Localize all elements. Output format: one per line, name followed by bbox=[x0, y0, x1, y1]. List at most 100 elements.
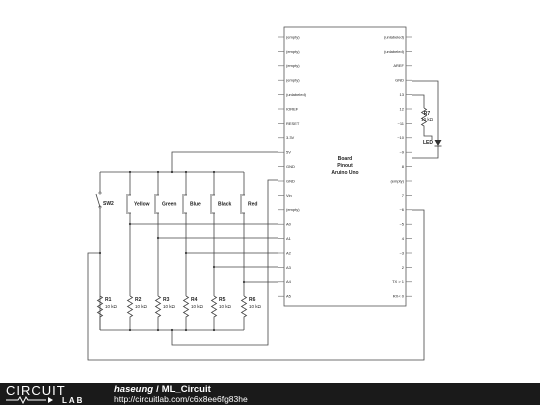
wire-led-gnd bbox=[412, 80, 439, 104]
board-left-pin-label: (empty) bbox=[286, 34, 300, 39]
resistor-zigzag bbox=[420, 107, 433, 140]
resistor-r7-name: R7 bbox=[424, 111, 431, 117]
board-right-pin-label: 4 bbox=[402, 236, 405, 241]
resistor-name: R6 bbox=[249, 297, 256, 303]
led-diode-icon bbox=[434, 140, 442, 146]
button-label: Red bbox=[248, 202, 257, 208]
board-left-pin-label: A4 bbox=[286, 279, 292, 284]
wire-led-return bbox=[412, 146, 439, 159]
project-url[interactable]: http://circuitlab.com/c6x8ee6fg83he bbox=[114, 394, 248, 404]
board-left-pin-label: A2 bbox=[286, 250, 292, 255]
board-right-pin-label: ~5 bbox=[399, 222, 404, 227]
resistor-name: R5 bbox=[219, 297, 226, 303]
resistor-zigzag bbox=[240, 295, 248, 330]
board-name: Board Pinout Aruino Uno bbox=[331, 156, 358, 176]
board-left-pin-label: A5 bbox=[286, 294, 292, 299]
board-left-pin-label: RESET bbox=[286, 121, 300, 126]
board-left-pin-label: 3.3V bbox=[286, 135, 295, 140]
board-left-pin-label: A1 bbox=[286, 236, 292, 241]
resistor-icon bbox=[6, 396, 46, 404]
wire-5v-bus bbox=[100, 151, 278, 173]
board-right-pin-label: (unlabeled) bbox=[384, 49, 405, 54]
board-right-pin-label: 8 bbox=[402, 164, 405, 169]
circuitlab-logo[interactable]: CIRCUIT LAB bbox=[6, 384, 106, 404]
board-name-line-1: Board bbox=[338, 156, 352, 162]
project-title: haseung/ML_Circuit bbox=[114, 384, 211, 395]
led[interactable]: LED bbox=[423, 104, 442, 147]
resistor-value: 10 kΩ bbox=[163, 304, 176, 309]
button-label: Yellow bbox=[134, 202, 150, 208]
resistor-r7[interactable]: R7 10 kΩ bbox=[420, 107, 434, 140]
resistor-value: 10 kΩ bbox=[105, 304, 118, 309]
resistor-name: R3 bbox=[163, 297, 170, 303]
push-button[interactable]: Blue bbox=[182, 172, 201, 296]
resistor-value: 10 kΩ bbox=[191, 304, 204, 309]
board-left-pin-label: (empty) bbox=[286, 78, 300, 83]
board-right-pin-label: ~9 bbox=[399, 150, 404, 155]
junction-dot bbox=[170, 328, 174, 332]
board-right-pin-label: 12 bbox=[400, 106, 405, 111]
author-link[interactable]: haseung bbox=[114, 384, 154, 395]
board-left-pin-label: 5V bbox=[286, 150, 291, 155]
push-button[interactable]: Black bbox=[210, 172, 232, 296]
resistor-r7-value: 10 kΩ bbox=[421, 117, 434, 122]
board-right-pin-label: GND bbox=[395, 78, 404, 83]
button-label: Green bbox=[162, 202, 176, 208]
button-label: Blue bbox=[190, 202, 201, 208]
project-name: ML_Circuit bbox=[161, 384, 211, 395]
diode-icon bbox=[48, 397, 53, 403]
board-left-pin-label: (empty) bbox=[286, 207, 300, 212]
board-right-pin-label: AREF bbox=[393, 63, 404, 68]
board-left-pin-label: A3 bbox=[286, 265, 292, 270]
board-right-pin-label: RX< 0 bbox=[393, 294, 405, 299]
board-right-pin-label: (empty) bbox=[390, 178, 404, 183]
led-label: LED bbox=[423, 140, 433, 146]
push-button[interactable]: Yellow bbox=[126, 172, 150, 296]
resistor-zigzag bbox=[154, 295, 162, 330]
push-button[interactable]: Red bbox=[240, 172, 257, 296]
board-right-pin-label: ~11 bbox=[398, 121, 405, 126]
board-left-pin-label: GND bbox=[286, 178, 295, 183]
board-right-pin-label: ~10 bbox=[397, 135, 405, 140]
switch-lever bbox=[95, 193, 101, 208]
resistor-name: R2 bbox=[135, 297, 142, 303]
resistor-zigzag bbox=[126, 295, 134, 330]
board-right-pin-label: TX > 1 bbox=[392, 279, 405, 284]
switch-sw2[interactable]: SW2 bbox=[95, 172, 114, 330]
push-buttons: Yellow Green Blue Black Red bbox=[126, 172, 257, 296]
board-left-pin-label: (empty) bbox=[286, 49, 300, 54]
board-right-pin-label: 7 bbox=[402, 193, 405, 198]
push-button[interactable]: Green bbox=[154, 172, 176, 296]
logo-text-top: CIRCUIT bbox=[6, 384, 66, 398]
wires bbox=[87, 80, 439, 361]
board-left-pin-label: IOREF bbox=[286, 106, 299, 111]
resistor-value: 10 kΩ bbox=[135, 304, 148, 309]
arduino-board[interactable] bbox=[283, 26, 407, 307]
footer: CIRCUIT LAB haseung/ML_Circuit http://ci… bbox=[0, 383, 540, 405]
resistor-name: R4 bbox=[191, 297, 198, 303]
board-right-pin-label: ~3 bbox=[399, 250, 404, 255]
board-name-line-2: Pinout bbox=[337, 163, 353, 169]
board-pins: (empty) (empty) (empty) (empty) (unlabeled) I… bbox=[278, 34, 412, 299]
resistor-zigzag bbox=[96, 295, 104, 330]
button-label: Black bbox=[218, 202, 232, 208]
switch-label: SW2 bbox=[103, 201, 114, 207]
board-left-pin-label: GND bbox=[286, 164, 295, 169]
junction-dot bbox=[170, 170, 174, 174]
wire-led-d13 bbox=[412, 94, 425, 108]
resistor-zigzag bbox=[182, 295, 190, 330]
board-left-pin-label: Vin bbox=[286, 193, 292, 198]
board-left-pin-label: A0 bbox=[286, 222, 292, 227]
wire-switch-d8 bbox=[87, 209, 425, 361]
board-left-pin-label: (empty) bbox=[286, 63, 300, 68]
board-name-line-3: Aruino Uno bbox=[331, 170, 358, 176]
resistor-value: 10 kΩ bbox=[249, 304, 262, 309]
board-right-pin-label: 2 bbox=[402, 265, 405, 270]
